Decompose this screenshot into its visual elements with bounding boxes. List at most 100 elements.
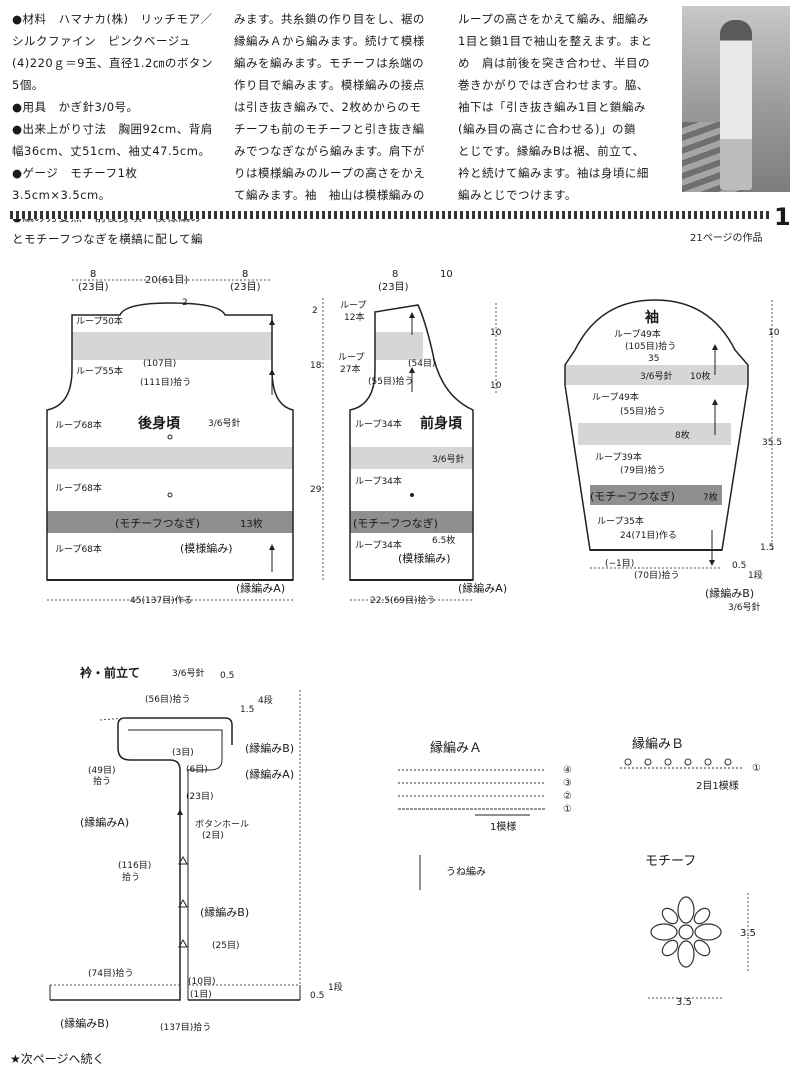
row-number: ④ — [563, 765, 572, 776]
needle-size: 3/6号針 — [640, 370, 673, 382]
text-line: め 肩は前後を突き合わせ、半目の — [458, 56, 650, 70]
loop-count: ループ68本 — [55, 482, 102, 494]
stripe-count: 8枚 — [675, 429, 690, 441]
motif-label: (モチーフつなぎ) — [590, 489, 675, 503]
ridge-stitch-note: うね編み — [446, 865, 486, 878]
text-line: 編みを編みます。モチーフは糸端の — [234, 56, 425, 70]
pattern-label: (模様編み) — [180, 541, 233, 555]
stitch-count: (23目) — [186, 791, 213, 802]
materials-column: ●材料 ハマナカ(株) リッチモア／ シルクファイン ピンクベージュ (4)22… — [12, 8, 217, 250]
pattern-label: (模様編み) — [398, 551, 451, 565]
stitch-count: (111目)拾う — [140, 376, 191, 388]
continue-note: ★次ページへ続く — [10, 1052, 105, 1066]
loop-count: ループ34本 — [355, 539, 402, 551]
stitch-count: (6目) — [186, 764, 208, 775]
motif-chart: モチーフ 3.5 3.5 — [645, 854, 756, 1008]
row-number: ③ — [563, 778, 572, 789]
loop-count: ループ34本 — [355, 475, 402, 487]
height-dim: 0.5 — [732, 561, 746, 571]
dim-label: 0.5 — [310, 991, 324, 1001]
edging-label: (縁編みA) — [245, 767, 294, 781]
text-line: (編み目の高さに合わせる)」の鎖 — [458, 122, 636, 136]
text-line: みでつなぎながら編みます。肩下が — [234, 144, 425, 158]
text-line: 衿と続けて編みます。袖は身頃に細 — [458, 166, 649, 180]
needle-size: 3/6号針 — [172, 667, 205, 679]
height-dim: 10 — [768, 328, 780, 338]
text-line: 幅36cm、丈51cm、袖丈47.5cm。 — [12, 144, 211, 158]
text-line: とモチーフつなぎを横縞に配して編 — [12, 232, 203, 246]
edging-label: (縁編みB) — [60, 1016, 109, 1030]
loop-count: ループ55本 — [76, 365, 123, 377]
stitch-count: (116目) — [118, 860, 151, 871]
dim-label: 20(61目) — [145, 275, 188, 286]
stitch-count: 拾う — [93, 775, 111, 787]
front-body-diagram: 8 (23目) 10 ループ 12本 ループ 27本 (54目) (55目)拾う… — [338, 269, 507, 606]
dim-label: (23目) — [230, 282, 261, 293]
needle-size: 3/6号針 — [728, 601, 761, 613]
stitch-count: (56目)拾う — [145, 693, 190, 705]
text-line: チーフも前のモチーフと引き抜き編 — [234, 122, 425, 136]
edging-label: (縁編みB) — [200, 905, 249, 919]
motif-width: 3.5 — [676, 997, 692, 1008]
row-dim: 4段 — [258, 694, 273, 706]
stitch-count: (−1目) — [605, 558, 634, 569]
stitch-count: 拾う — [122, 871, 140, 883]
text-line: シルクファイン ピンクベージュ — [12, 34, 191, 48]
cast-on-label: 45(137目)作る — [130, 594, 193, 606]
edging-label: (縁編みB) — [705, 586, 754, 600]
text-line: 袖下は「引き抜き編み1目と鎖編み — [458, 100, 646, 114]
stripe — [72, 332, 272, 360]
loop-count: ループ39本 — [595, 451, 642, 463]
motif-count: 7枚 — [703, 491, 718, 503]
row-dim: 1段 — [748, 569, 763, 581]
edging-label: (縁編みA) — [80, 815, 129, 829]
text-line: ループの高さをかえて編み、細編み — [458, 12, 649, 26]
motif-label: (モチーフつなぎ) — [353, 516, 438, 530]
stitch-count: (105目)拾う — [625, 340, 676, 352]
needle-size: 3/6号針 — [432, 453, 465, 465]
pickup-label: 22.5(69目)拾う — [370, 594, 436, 606]
edging-b-title: 縁編みＢ — [632, 736, 684, 752]
loop-count: ループ — [338, 352, 364, 363]
text-line: 縁編みＡから編みます。続けて模様 — [234, 34, 425, 48]
stitch-count: 24(71目)作る — [620, 529, 677, 541]
loop-count: ループ50本 — [76, 315, 123, 327]
motif-height: 3.5 — [740, 928, 756, 939]
loop-count: ループ — [340, 300, 366, 311]
repeat-label: 2目1模様 — [696, 779, 739, 792]
sleeve-diagram: 袖 ループ49本 (105目)拾う 35 3/6号針 10枚 ループ49本 (5… — [564, 299, 782, 613]
buttonhole-label: ボタンホール — [195, 819, 249, 830]
repeat-label: 1模様 — [490, 820, 516, 833]
stitch-count: (49目) — [88, 765, 115, 776]
back-title: 後身頃 — [138, 415, 181, 432]
edging-label: (縁編みB) — [245, 741, 294, 755]
dim-label: 8 — [90, 269, 96, 280]
height-dim: 29 — [310, 485, 322, 495]
stitch-count: (25目) — [212, 940, 239, 951]
model-photo — [682, 6, 790, 192]
row-number: ② — [563, 791, 572, 802]
stitch-count: (70目)拾う — [634, 569, 679, 581]
motif-title: モチーフ — [645, 854, 696, 869]
instructions-column-2: みます。共糸鎖の作り目をし、裾の 縁編みＡから編みます。続けて模様 編みを編みま… — [234, 8, 439, 206]
stitch-count: (74目)拾う — [88, 967, 133, 979]
text-line: 1目と鎖1目で袖山を整えます。まと — [458, 34, 653, 48]
neck-dim: 2 — [182, 298, 188, 308]
row-dim: 1段 — [328, 981, 343, 993]
text-line: とじです。縁編みBは裾、前立て、 — [458, 144, 645, 158]
front-title: 前身頃 — [420, 415, 463, 432]
text-line: て編みます。袖 袖山は模様編みの — [234, 188, 425, 202]
text-line: 作り目で編みます。模様編みの接点 — [234, 78, 425, 92]
edging-a-chart: 縁編みＡ ④ ③ ② ① 1模様 うね編み — [398, 740, 572, 890]
edging-label: (縁編みA) — [458, 581, 507, 595]
stitch-count: (1目) — [190, 989, 212, 1000]
stitch-count: (107目) — [143, 358, 176, 369]
collar-title: 衿・前立て — [80, 665, 140, 680]
edging-b-chart: 縁編みＢ ① 2目1模様 — [620, 736, 761, 792]
text-line: ●用具 かぎ針3/0号。 — [12, 100, 139, 114]
stripe — [47, 447, 293, 469]
stripe-count: 10枚 — [690, 370, 710, 382]
dim-label: 8 — [392, 269, 398, 280]
height-dim: 10 — [490, 328, 502, 338]
